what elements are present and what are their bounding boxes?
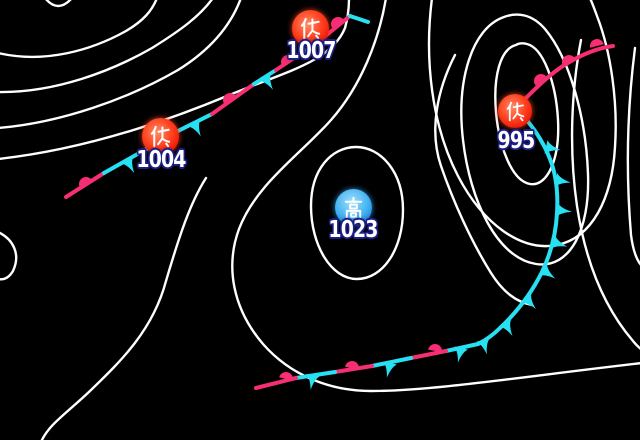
low-kanji-icon (150, 125, 171, 148)
pressure-value-1007: 1007 (286, 38, 336, 64)
low-marker-995: 低 (498, 94, 532, 128)
low-kanji-icon (300, 17, 321, 40)
low-marker-1007: 低 (292, 10, 329, 47)
pressure-value-1023: 1023 (328, 217, 378, 243)
warm-front-995 (514, 39, 615, 110)
low-kanji-icon (506, 101, 524, 121)
high-marker-1023: 高 (335, 189, 372, 226)
pressure-value-1004: 1004 (136, 147, 186, 173)
low-marker-1004: 低 (142, 118, 179, 155)
pressure-value-995: 995 (497, 128, 536, 154)
stationary-front-south (254, 342, 480, 390)
cold-front-995 (476, 108, 572, 355)
high-kanji-icon (344, 196, 363, 219)
